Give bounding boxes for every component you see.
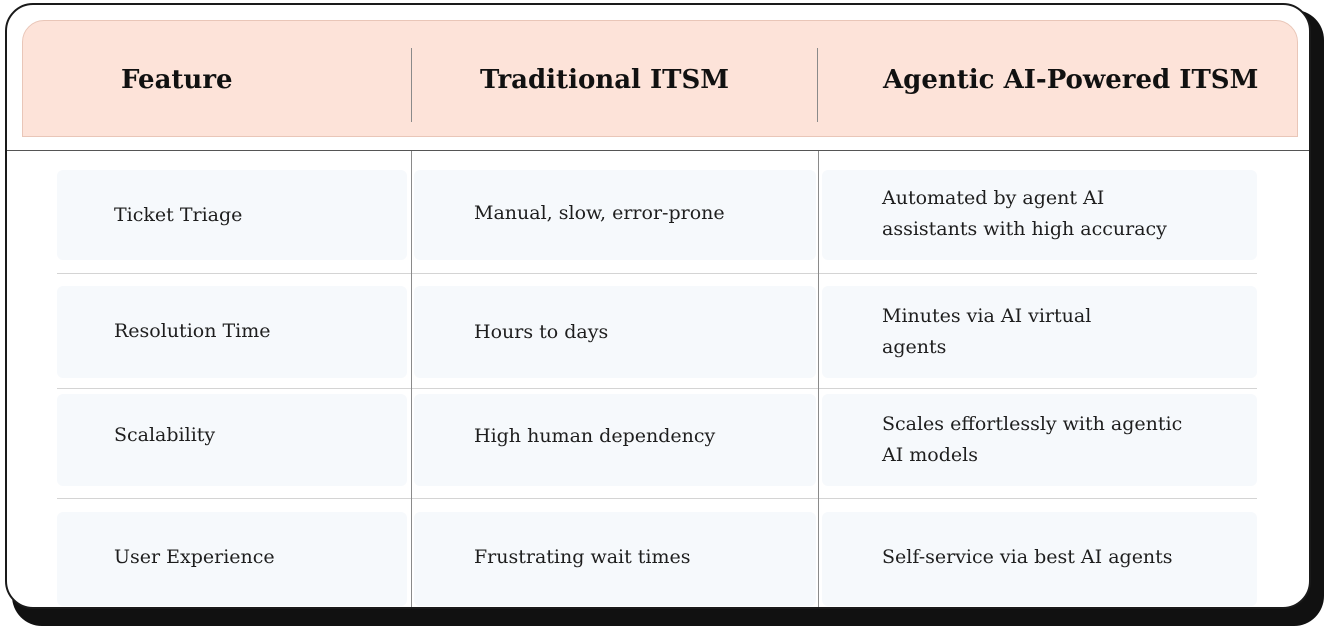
table-row: User Experience Frustrating wait times S… <box>57 498 1257 607</box>
cell-agentic: Scales effortlessly with agentic AI mode… <box>882 409 1182 471</box>
row-divider <box>57 273 1257 274</box>
column-divider <box>411 151 412 607</box>
header-divider <box>817 48 818 122</box>
cell-agentic-line: assistants with high accuracy <box>882 218 1167 240</box>
table-row: Ticket Triage Manual, slow, error-prone … <box>57 166 1257 279</box>
cell-feature: Scalability <box>114 424 216 446</box>
column-divider <box>818 151 819 607</box>
row-cell-bg <box>57 170 407 260</box>
table-row: Resolution Time Hours to days Minutes vi… <box>57 274 1257 389</box>
header-divider <box>411 48 412 122</box>
row-divider <box>57 388 1257 389</box>
row-cell-bg <box>822 286 1257 378</box>
cell-agentic-line: Minutes via AI virtual <box>882 305 1092 327</box>
cell-traditional: High human dependency <box>474 425 716 447</box>
header-rule <box>7 150 1309 151</box>
header-agentic-itsm: Agentic AI-Powered ITSM <box>883 64 1259 95</box>
cell-agentic-line: Self-service via best AI agents <box>882 546 1173 568</box>
cell-feature: User Experience <box>114 546 275 568</box>
cell-traditional: Manual, slow, error-prone <box>474 202 725 224</box>
row-cell-bg <box>57 286 407 378</box>
cell-agentic-line: Scales effortlessly with agentic <box>882 413 1183 435</box>
table-header: Feature Traditional ITSM Agentic AI-Powe… <box>22 20 1298 137</box>
cell-agentic-line: AI models <box>882 444 978 466</box>
cell-feature: Ticket Triage <box>114 204 243 226</box>
cell-traditional: Frustrating wait times <box>474 546 691 568</box>
cell-agentic: Minutes via AI virtual agents <box>882 301 1091 363</box>
cell-agentic-line: agents <box>882 336 947 358</box>
row-cell-bg <box>57 512 407 606</box>
row-divider <box>57 498 1257 499</box>
cell-agentic: Automated by agent AI assistants with hi… <box>882 183 1167 245</box>
cell-agentic: Self-service via best AI agents <box>882 542 1173 573</box>
row-cell-bg <box>822 170 1257 260</box>
comparison-table-card: Feature Traditional ITSM Agentic AI-Powe… <box>5 3 1311 609</box>
row-cell-bg <box>57 394 407 486</box>
header-feature: Feature <box>121 64 233 95</box>
row-cell-bg <box>414 394 816 486</box>
row-cell-bg <box>822 394 1257 486</box>
cell-agentic-line: Automated by agent AI <box>882 187 1105 209</box>
row-cell-bg <box>414 286 816 378</box>
cell-traditional: Hours to days <box>474 321 609 343</box>
table-row: Scalability High human dependency Scales… <box>57 388 1257 499</box>
cell-feature: Resolution Time <box>114 320 271 342</box>
header-traditional-itsm: Traditional ITSM <box>480 64 730 95</box>
row-cell-bg <box>414 512 816 606</box>
row-cell-bg <box>822 512 1257 606</box>
row-cell-bg <box>414 170 816 260</box>
